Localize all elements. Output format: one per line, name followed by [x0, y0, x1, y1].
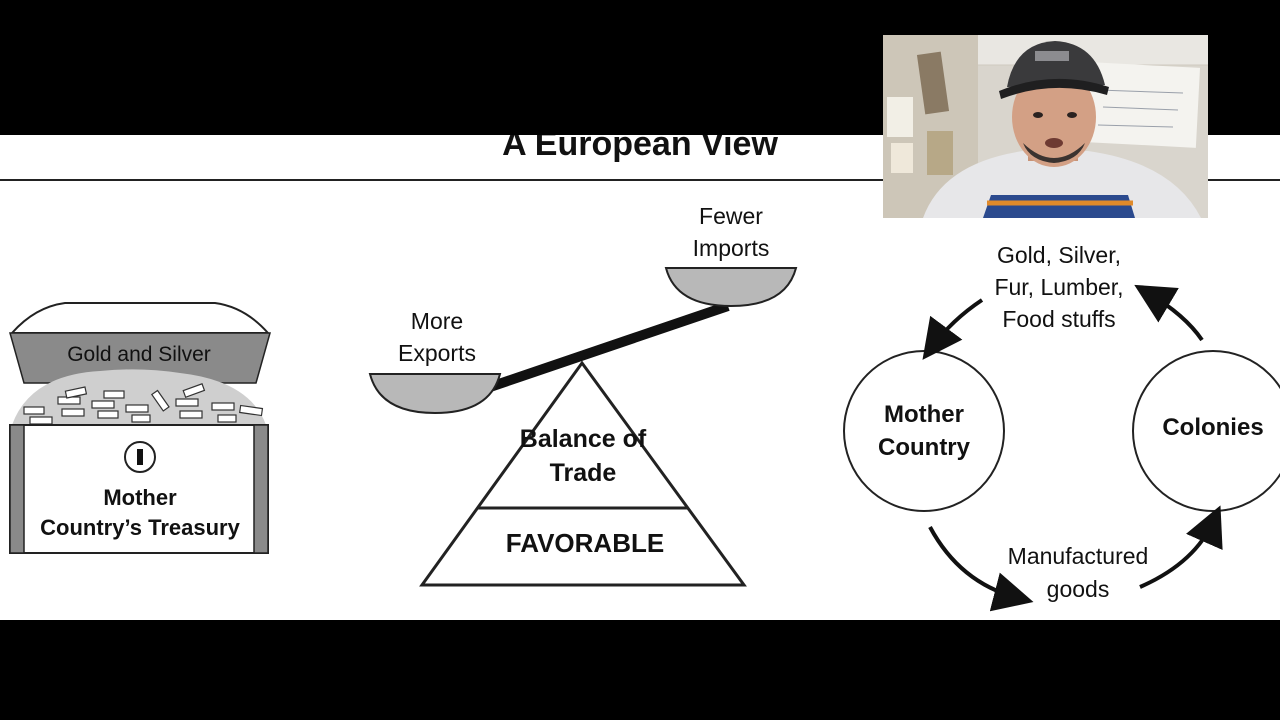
right-pan-label-line2: Imports [693, 235, 770, 261]
colonies-label: Colonies [1162, 414, 1263, 441]
raw-materials-line3: Food stuffs [1002, 306, 1115, 332]
arrow-colonies-up [1134, 284, 1204, 342]
keyhole-icon [137, 449, 143, 465]
treasury-label-line2: Country’s Treasury [40, 515, 240, 540]
raw-materials-line2: Fur, Lumber, [994, 274, 1123, 300]
treasury-lid-label: Gold and Silver [67, 343, 211, 366]
mother-country-circle [843, 350, 1005, 512]
arrow-to-colonies [1139, 505, 1223, 589]
pyramid-label-line1: Balance of [520, 425, 647, 453]
mother-country-label-line2: Country [878, 434, 971, 461]
diagram-canvas: A European View Gold and Silver [0, 135, 1280, 612]
right-pan [664, 267, 798, 308]
goods-label-line2: goods [1047, 576, 1110, 602]
arrow-to-mother-country [922, 298, 984, 360]
chest-lid [9, 302, 271, 334]
pyramid [419, 360, 747, 587]
treasury-chest: Gold and Silver Mother Country’s Treasur… [9, 302, 271, 554]
pyramid-base-label: FAVORABLE [506, 528, 664, 558]
coin-bars [23, 383, 264, 425]
webcam-overlay [883, 35, 1208, 218]
mother-country-label-line1: Mother [884, 401, 964, 428]
trade-cycle: Mother Country Colonies Gold, Silver, Fu… [843, 242, 1280, 612]
right-pan-label-line1: Fewer [699, 203, 763, 229]
presenter-video [883, 35, 1208, 218]
left-pan-label-line1: More [411, 308, 463, 334]
scale-beam [488, 301, 730, 392]
goods-label-line1: Manufactured [1008, 543, 1149, 569]
chest-right-post [253, 424, 269, 554]
left-pan-label-line2: Exports [398, 340, 476, 366]
trade-balance-scale: More Exports Fewer Imports Balance of Tr… [368, 203, 798, 587]
arrow-mother-down [928, 526, 1034, 612]
slide-title: A European View [502, 135, 778, 163]
pyramid-label-line2: Trade [550, 459, 617, 487]
chest-band [9, 332, 271, 384]
treasury-label-line1: Mother [103, 485, 177, 510]
raw-materials-line1: Gold, Silver, [997, 242, 1121, 268]
left-pan [368, 373, 502, 415]
chest-left-post [9, 424, 25, 554]
